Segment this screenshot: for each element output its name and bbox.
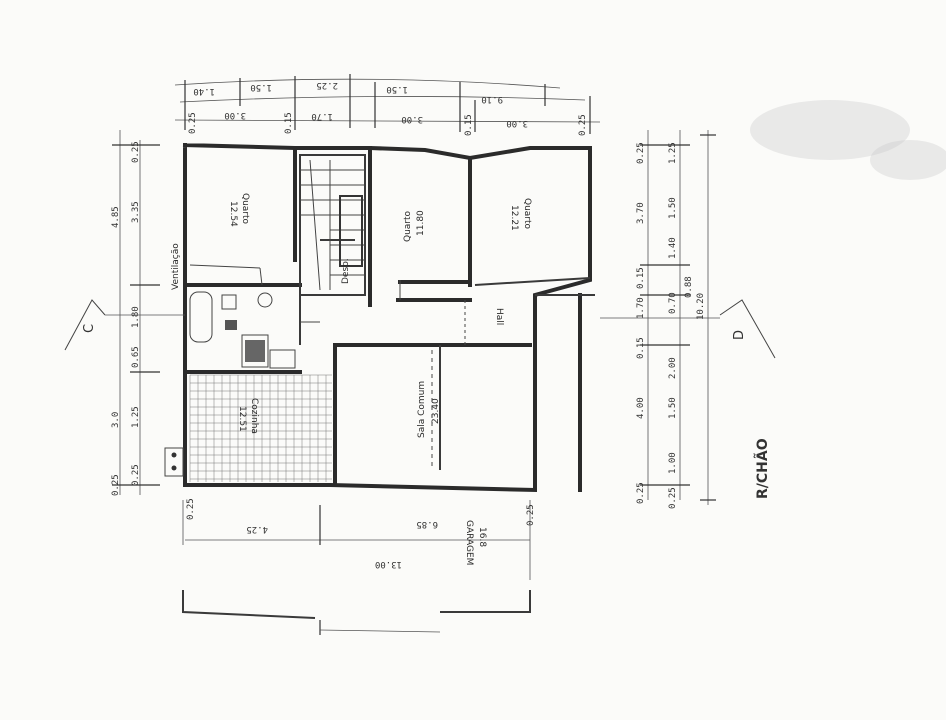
dim-right-b-6: 1.00 [668, 452, 678, 474]
dim-bottom-0-25-left: 0.25 [186, 498, 196, 520]
room-area-cozinha: 12.51 [237, 406, 247, 432]
staircase [299, 154, 366, 296]
dim-top-outer-1: 1.50 [250, 82, 272, 92]
dim-right-b-4: 2.00 [668, 357, 678, 379]
dim-top-inner-5: 0.15 [464, 114, 474, 136]
dim-right-b-1: 1.50 [668, 197, 678, 219]
dim-left-outer-2: 0.25 [111, 474, 121, 496]
floor-label: R/CHÃO [754, 438, 771, 499]
dim-right-b-2: 1.40 [668, 237, 678, 259]
dim-left-inner-4: 1.25 [131, 406, 141, 428]
garage-outline [182, 500, 531, 635]
room-area-garagem: 16.8 [477, 527, 487, 547]
room-name-cozinha: Cozinha [249, 398, 259, 434]
room-area-quarto-1: 12.54 [228, 201, 238, 227]
room-area-quarto-3: 12.21 [509, 205, 519, 231]
dim-left-inner-1: 3.35 [131, 201, 141, 223]
dim-right-a-1: 3.70 [636, 202, 646, 224]
room-name-hall: Hall [494, 308, 504, 325]
room-name-quarto-1: Quarto [240, 193, 250, 225]
dim-left-inner-3: 0.65 [131, 346, 141, 368]
kitchen-tile-grid [189, 374, 332, 482]
section-marker-d [600, 299, 776, 359]
dim-right-a-4: 0.15 [636, 337, 646, 359]
dim-left-inner-5: 0.25 [131, 464, 141, 486]
paper-smudge [870, 140, 946, 180]
room-name-garagem: GARAGEM [464, 520, 474, 565]
dim-bottom-6-85: 6.85 [416, 519, 438, 529]
paper-smudge [750, 100, 910, 160]
dim-right-a-2: 0.15 [636, 267, 646, 289]
bathroom-fixtures [189, 291, 296, 369]
dim-left-inner-2: 1.80 [131, 306, 141, 328]
dim-right-b-5: 1.50 [668, 397, 678, 419]
dim-bottom-4-25: 4.25 [246, 524, 268, 534]
dim-top-inner-1: 3.00 [224, 110, 246, 120]
dim-right-b-0: 1.25 [668, 142, 678, 164]
room-name-quarto-3: Quarto [522, 198, 532, 230]
dim-bottom-0-25-right: 0.25 [526, 504, 536, 526]
dim-top-outer-0: 1.40 [193, 86, 215, 96]
room-area-sala: 23.40 [431, 398, 441, 424]
dim-left-outer-1: 3.0 [111, 412, 121, 428]
dim-right-a-6: 0.25 [636, 482, 646, 504]
door-swings [189, 264, 466, 470]
dim-top-outer-3: 1.50 [386, 84, 408, 94]
dim-left-inner-0: 0.25 [131, 141, 141, 163]
room-name-sala: Sala Comum [417, 381, 427, 438]
dim-right-total: 10.20 [696, 293, 706, 320]
dim-right-b-7: 0.25 [668, 487, 678, 509]
dim-right-b-3: 0.70 [668, 292, 678, 314]
room-name-quarto-2: Quarto [403, 210, 413, 242]
dim-top-inner-4: 3.00 [401, 114, 423, 124]
dim-top-inner-7: 0.25 [578, 114, 588, 136]
room-area-quarto-2: 11.80 [416, 210, 426, 236]
dim-right-a-0: 0.25 [636, 142, 646, 164]
dim-right-a-5: 4.00 [636, 397, 646, 419]
section-label-c: C [82, 324, 97, 333]
interior-walls [183, 146, 591, 487]
room-name-despensa: Desp. [341, 258, 351, 284]
dim-left-outer-0: 4.85 [111, 206, 121, 228]
dim-top-outer-2: 2.25 [316, 80, 338, 90]
dim-top-inner-0: 0.25 [188, 112, 198, 134]
left-dimension-lines [112, 130, 160, 495]
right-dimension-lines [640, 130, 716, 505]
section-marker-c [64, 299, 185, 351]
dim-bottom-total: 13.00 [375, 559, 402, 569]
dim-top-total: 9.10 [481, 94, 503, 104]
dim-right-small: 0.88 [684, 276, 694, 298]
dim-top-inner-3: 1.70 [311, 111, 333, 121]
dim-top-inner-6: 3.00 [506, 118, 528, 128]
section-label-d: D [732, 330, 747, 340]
dim-top-inner-2: 0.15 [284, 112, 294, 134]
kitchen-counter [164, 447, 184, 477]
top-dimension-lines [174, 74, 601, 134]
dim-right-a-3: 1.70 [636, 297, 646, 319]
room-name-ventilacao: Ventilação [171, 243, 181, 290]
